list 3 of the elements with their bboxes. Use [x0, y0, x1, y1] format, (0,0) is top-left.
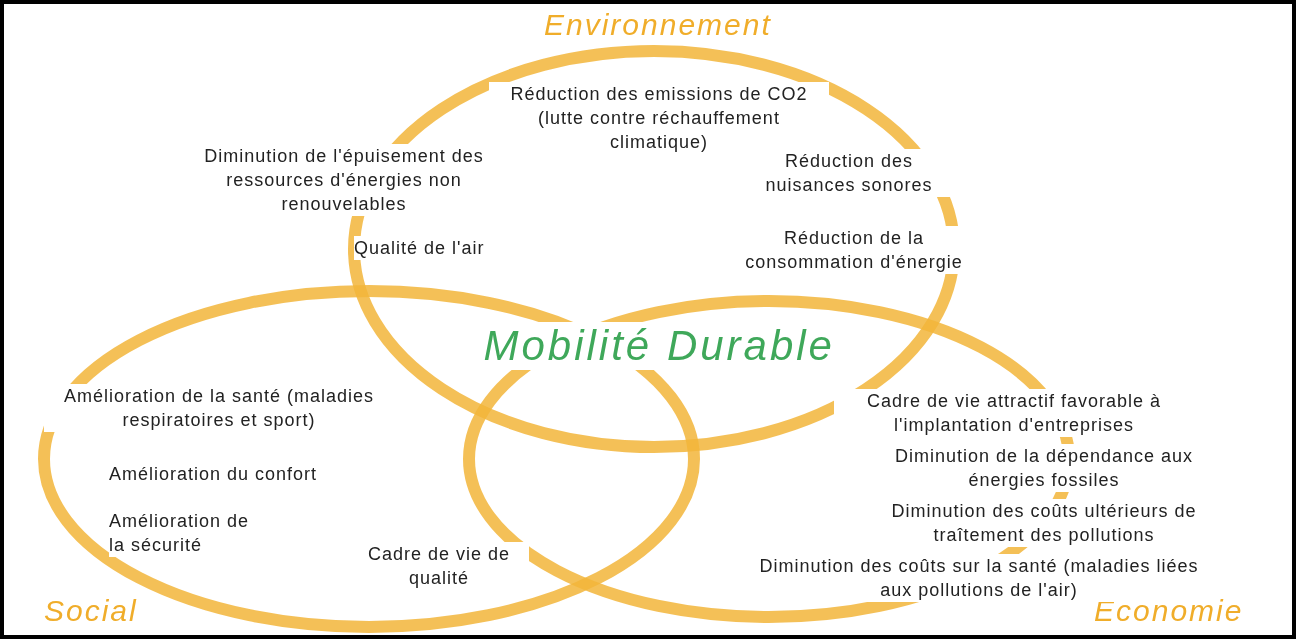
circle-title: Environnement — [544, 8, 772, 42]
circle-title: Social — [44, 594, 138, 628]
benefit-text: Réduction des emissions de CO2 (lutte contre réchauffement climatique) — [489, 82, 829, 154]
